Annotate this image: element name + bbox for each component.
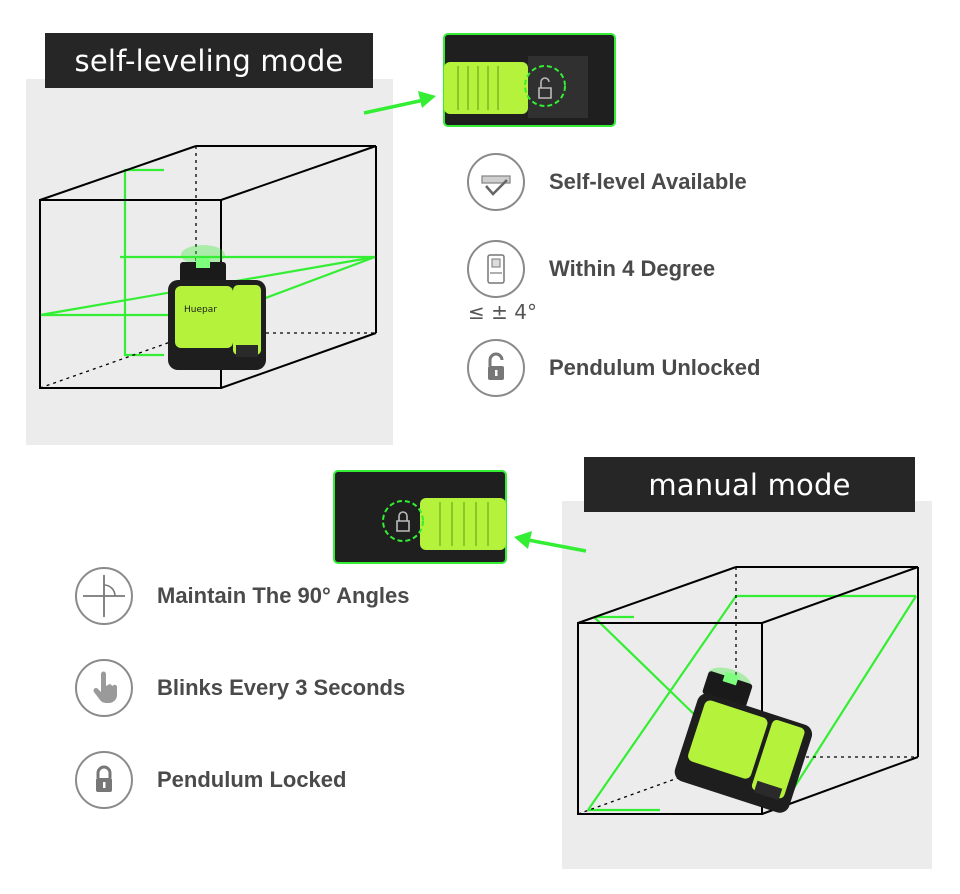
feature-label: Within 4 Degree <box>549 256 716 281</box>
self-leveling-title: self-leveling mode <box>45 33 373 88</box>
hand-pointer-icon <box>75 659 133 717</box>
padlock-closed-icon <box>75 751 133 809</box>
tilt-range-note: ≤ ± 4° <box>468 300 537 324</box>
tilt-device-icon <box>467 240 525 298</box>
level-bubble-icon <box>467 153 525 211</box>
feature-self-level-available: Self-level Available <box>467 153 747 211</box>
feature-within-4-degree: Within 4 Degree <box>467 240 715 298</box>
feature-label: Maintain The 90° Angles <box>157 583 410 608</box>
feature-blinks-every-3-seconds: Blinks Every 3 Seconds <box>75 659 405 717</box>
feature-label: Pendulum Unlocked <box>549 355 761 380</box>
device-brand-label: Huepar <box>184 305 217 315</box>
feature-label: Blinks Every 3 Seconds <box>157 675 406 700</box>
manual-mode-title: manual mode <box>584 457 915 512</box>
feature-pendulum-unlocked: Pendulum Unlocked <box>467 339 760 397</box>
padlock-open-icon <box>467 339 525 397</box>
feature-pendulum-locked: Pendulum Locked <box>75 751 346 809</box>
feature-label: Self-level Available <box>549 169 747 194</box>
laser-lines <box>39 168 376 357</box>
laser-level-device-1: Huepar <box>168 245 266 370</box>
feature-label: Pendulum Locked <box>157 767 347 792</box>
feature-maintain-90-angles: Maintain The 90° Angles <box>75 567 409 625</box>
right-angle-icon <box>75 567 133 625</box>
laser-level-device-2 <box>674 667 813 813</box>
